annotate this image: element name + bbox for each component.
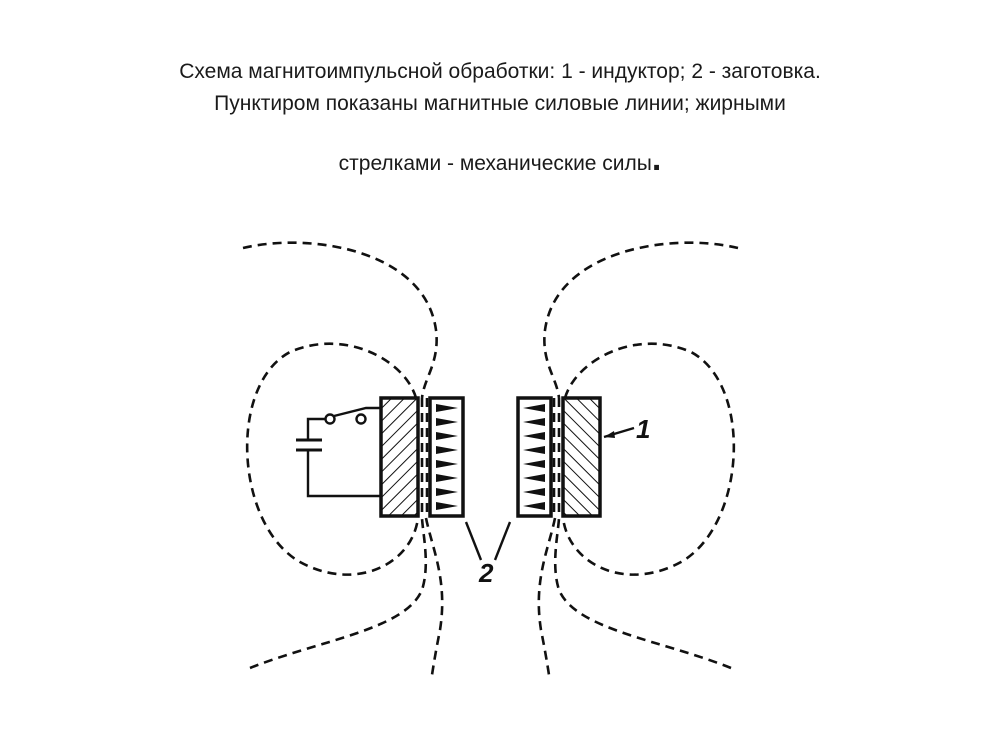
caption-period: . — [651, 140, 662, 178]
caption-line-3: стрелками - механические силы. — [0, 142, 1000, 176]
label-inductor: 1 — [636, 414, 650, 444]
caption-line-1: Схема магнитоимпульсной обработки: 1 - и… — [179, 60, 821, 83]
right-assembly — [516, 240, 740, 677]
label-workpiece: 2 — [478, 558, 494, 588]
caption-line-3-text: стрелками - механические силы — [338, 152, 652, 175]
caption-line-2: Пунктиром показаны магнитные силовые лин… — [214, 92, 786, 115]
left-assembly — [241, 240, 465, 677]
arrowhead-icon — [604, 431, 615, 438]
